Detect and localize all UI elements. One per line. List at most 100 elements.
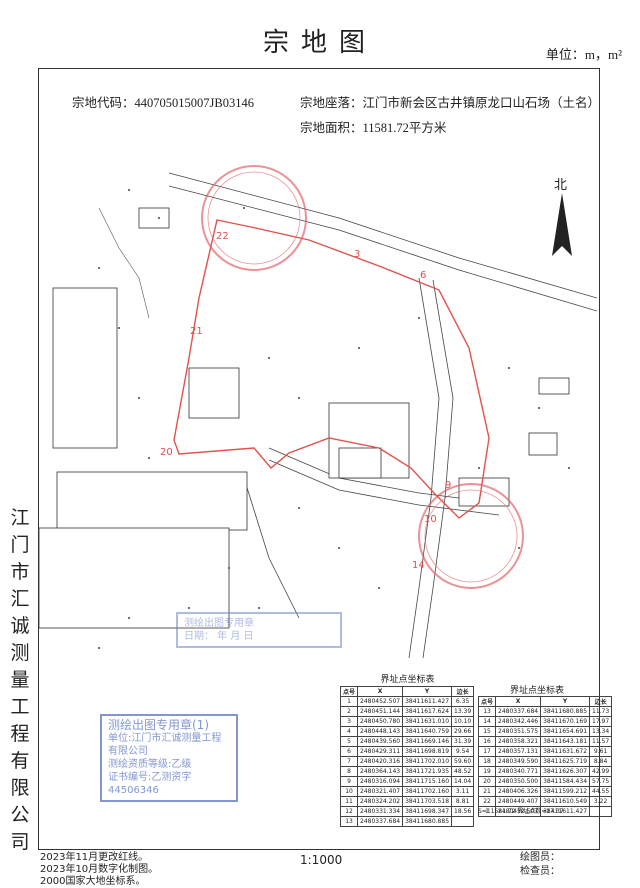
survey-points bbox=[98, 189, 570, 649]
parcel-code: 宗地代码：440705015007JB03146 bbox=[72, 92, 254, 111]
table-cell: 48.52 bbox=[451, 766, 475, 777]
table-cell: 8 bbox=[339, 766, 359, 777]
map-title: 宗地图 bbox=[262, 28, 377, 58]
table-cell: 38411669.146 bbox=[402, 736, 453, 747]
table-cell: 7 bbox=[339, 756, 359, 767]
parcel-code-value: 440705015007JB03146 bbox=[134, 96, 254, 110]
table-cell: 13.34 bbox=[589, 726, 613, 737]
table-cell: 2480337.684 bbox=[495, 706, 542, 717]
table-cell: 11.57 bbox=[589, 736, 613, 747]
coord-table-caption-right: 界址点坐标表 bbox=[509, 686, 564, 696]
parcel-boundary bbox=[173, 219, 490, 519]
table-cell: 2480357.131 bbox=[495, 746, 542, 757]
parcel-area-label: 宗地面积： bbox=[300, 121, 363, 135]
table-cell: 3.11 bbox=[451, 786, 475, 797]
table-cell: 38411670.169 bbox=[540, 716, 591, 727]
table-cell: 18.56 bbox=[451, 806, 475, 817]
checker-label: 检查员： bbox=[520, 866, 560, 877]
table-cell: 38411610.549 bbox=[540, 796, 591, 807]
table-cell: 38411584.434 bbox=[540, 776, 591, 787]
footer-notes: 2023年11月更改红线。 2023年10月数字化制图。 2000国家大地坐标系… bbox=[40, 852, 158, 888]
table-header-cell: 边长 bbox=[451, 686, 475, 697]
table-header-cell: 点号 bbox=[477, 696, 497, 707]
table-cell: 38411721.935 bbox=[402, 766, 453, 777]
table-cell: 2480429.311 bbox=[357, 746, 404, 757]
table-cell: 10.10 bbox=[451, 716, 475, 727]
table-cell: 31.39 bbox=[451, 736, 475, 747]
parcel-location-value: 江门市新会区古井镇原龙口山石场（土名） bbox=[362, 96, 601, 110]
parcel-location-label: 宗地座落： bbox=[300, 96, 363, 110]
parcel-area-value: 11581.72平方米 bbox=[362, 121, 447, 135]
table-cell: 2480337.684 bbox=[357, 816, 404, 827]
parcel-location: 宗地座落：江门市新会区古井镇原龙口山石场（土名） bbox=[300, 92, 600, 111]
table-header-cell: Y bbox=[402, 686, 453, 697]
table-cell: 8.84 bbox=[589, 756, 613, 767]
table-cell: 5 bbox=[339, 736, 359, 747]
coord-table-total: S=11581.72 界址点数=17.37 bbox=[478, 808, 564, 815]
table-cell: 4 bbox=[339, 726, 359, 737]
cadastral-map bbox=[39, 165, 597, 659]
table-cell: 44.55 bbox=[589, 786, 613, 797]
table-cell: 38411702.010 bbox=[402, 756, 453, 767]
blue-stamp-faint: 测绘出图专用章 日期： 年 月 日 bbox=[176, 612, 342, 648]
vertex-label: 22 bbox=[216, 231, 229, 242]
vertex-label: 21 bbox=[190, 326, 203, 337]
map-scale: 1:1000 bbox=[300, 853, 343, 867]
table-cell: 17.97 bbox=[589, 716, 613, 727]
surveyor-org-vertical: 江门市汇诚测量工程有限公司 bbox=[10, 507, 30, 853]
stamp-text: 单位:江门市汇诚测量工程有限公司 bbox=[108, 733, 222, 757]
table-cell: 2 bbox=[339, 706, 359, 717]
vertex-label: 3 bbox=[354, 249, 361, 260]
table-cell: 2480342.446 bbox=[495, 716, 542, 727]
table-cell: 38411654.691 bbox=[540, 726, 591, 737]
table-cell: 2480316.094 bbox=[357, 776, 404, 787]
table-cell: 38411703.518 bbox=[402, 796, 453, 807]
table-cell: 15 bbox=[477, 726, 497, 737]
table-cell: 59.60 bbox=[451, 756, 475, 767]
table-cell: 18 bbox=[477, 756, 497, 767]
table-cell: 11 bbox=[339, 796, 359, 807]
table-header-cell: X bbox=[357, 686, 404, 697]
table-cell: 21 bbox=[477, 786, 497, 797]
table-cell: 16 bbox=[477, 736, 497, 747]
table-cell: 2480452.507 bbox=[495, 806, 542, 817]
table-cell: 2480349.590 bbox=[495, 756, 542, 767]
table-cell: 38411698.347 bbox=[402, 806, 453, 817]
coord-table-caption-left: 界址点坐标表 bbox=[380, 675, 435, 685]
table-cell: 38411599.212 bbox=[540, 786, 591, 797]
table-cell: 42.99 bbox=[589, 766, 613, 777]
table-cell: 3.22 bbox=[589, 796, 613, 807]
parcel-area: 宗地面积：11581.72平方米 bbox=[300, 117, 446, 136]
footer-note: 2023年10月数字化制图。 bbox=[40, 864, 159, 875]
table-cell: 22 bbox=[477, 796, 497, 807]
table-cell: 2480452.507 bbox=[357, 696, 404, 707]
parcel-code-label: 宗地代码： bbox=[72, 96, 135, 110]
table-cell: 9.61 bbox=[589, 746, 613, 757]
table-cell: 9.54 bbox=[451, 746, 475, 757]
table-cell: 3 bbox=[339, 716, 359, 727]
table-cell: 10 bbox=[339, 786, 359, 797]
buildings bbox=[39, 207, 570, 629]
table-cell: 2480420.316 bbox=[357, 756, 404, 767]
table-cell: 6 bbox=[339, 746, 359, 757]
table-cell: 13 bbox=[339, 816, 359, 827]
table-cell: 13 bbox=[477, 706, 497, 717]
table-cell: 38411625.719 bbox=[540, 756, 591, 767]
